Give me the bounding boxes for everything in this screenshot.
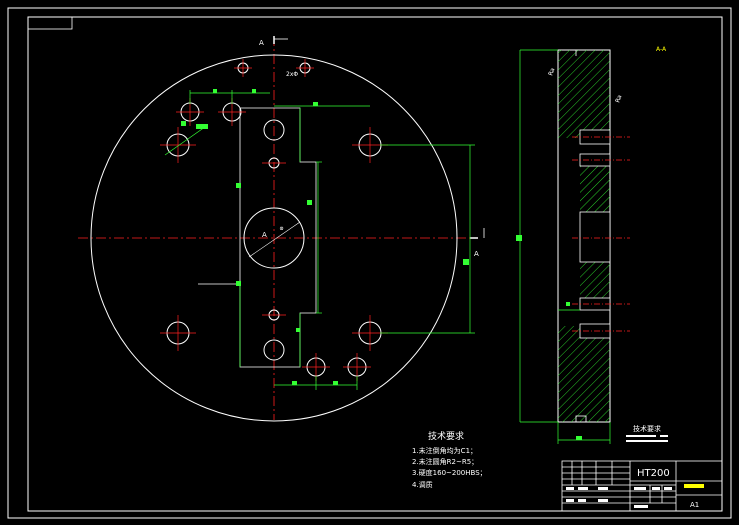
section-roughness-right: Ra xyxy=(614,94,623,104)
bore-section-letter: A xyxy=(262,231,267,239)
bore-diameter-text: Φ xyxy=(279,225,286,232)
tech-requirements: 技术要求 1.未注倒角均为C1； 2.未注圆角R2~R5； 3.硬度160~20… xyxy=(412,430,487,489)
inner-frame xyxy=(27,16,723,512)
section-bottom-notch xyxy=(575,415,587,423)
plan-dimensions xyxy=(164,90,475,390)
slot-outline xyxy=(239,107,317,368)
corner-box xyxy=(27,16,73,30)
plan-dimension-labels xyxy=(181,89,469,385)
section-roughness-left: Ra xyxy=(547,67,556,77)
bore-diameter-leader xyxy=(248,221,301,258)
title-block xyxy=(561,460,723,512)
central-bore xyxy=(243,207,305,269)
hatch-bottom xyxy=(558,326,610,422)
section-height-label xyxy=(516,235,522,241)
section-width-label xyxy=(576,436,582,440)
hatch-top xyxy=(558,50,610,138)
title-block-text-blocks xyxy=(566,487,672,508)
section-notes-title: 技术要求 xyxy=(633,424,661,433)
section-centerlines xyxy=(572,136,630,332)
section-letter-top: A xyxy=(259,39,264,47)
section-notes-table: 技术要求 xyxy=(626,424,668,442)
section-view: Ra Ra A-A xyxy=(516,46,667,444)
plan-view: Φ A xyxy=(78,36,485,422)
tech-requirement-item-4: 4.调质 xyxy=(412,480,433,489)
tech-requirements-title: 技术要求 xyxy=(428,430,464,442)
title-block-drawing-name xyxy=(684,484,704,488)
outer-frame xyxy=(7,7,732,519)
tech-requirement-item-3: 3.硬度160~200HBS； xyxy=(412,468,487,477)
tech-requirement-item-1: 1.未注倒角均为C1； xyxy=(412,446,477,455)
title-block-sheet: A1 xyxy=(690,501,699,509)
section-bores xyxy=(579,129,611,339)
tech-requirement-item-2: 2.未注圆角R2~R5； xyxy=(412,457,478,466)
hole-note: 2xΦ xyxy=(286,71,298,78)
title-block-material: HT200 xyxy=(637,468,670,479)
section-view-label: A-A xyxy=(656,46,667,53)
hatch-upper-mid xyxy=(580,160,610,212)
section-letter-right: A xyxy=(474,250,479,258)
hole xyxy=(263,339,285,361)
plate-outline-circle xyxy=(90,54,458,422)
hole xyxy=(263,119,285,141)
hole-centermarks xyxy=(160,59,388,381)
section-step-label xyxy=(566,302,570,306)
